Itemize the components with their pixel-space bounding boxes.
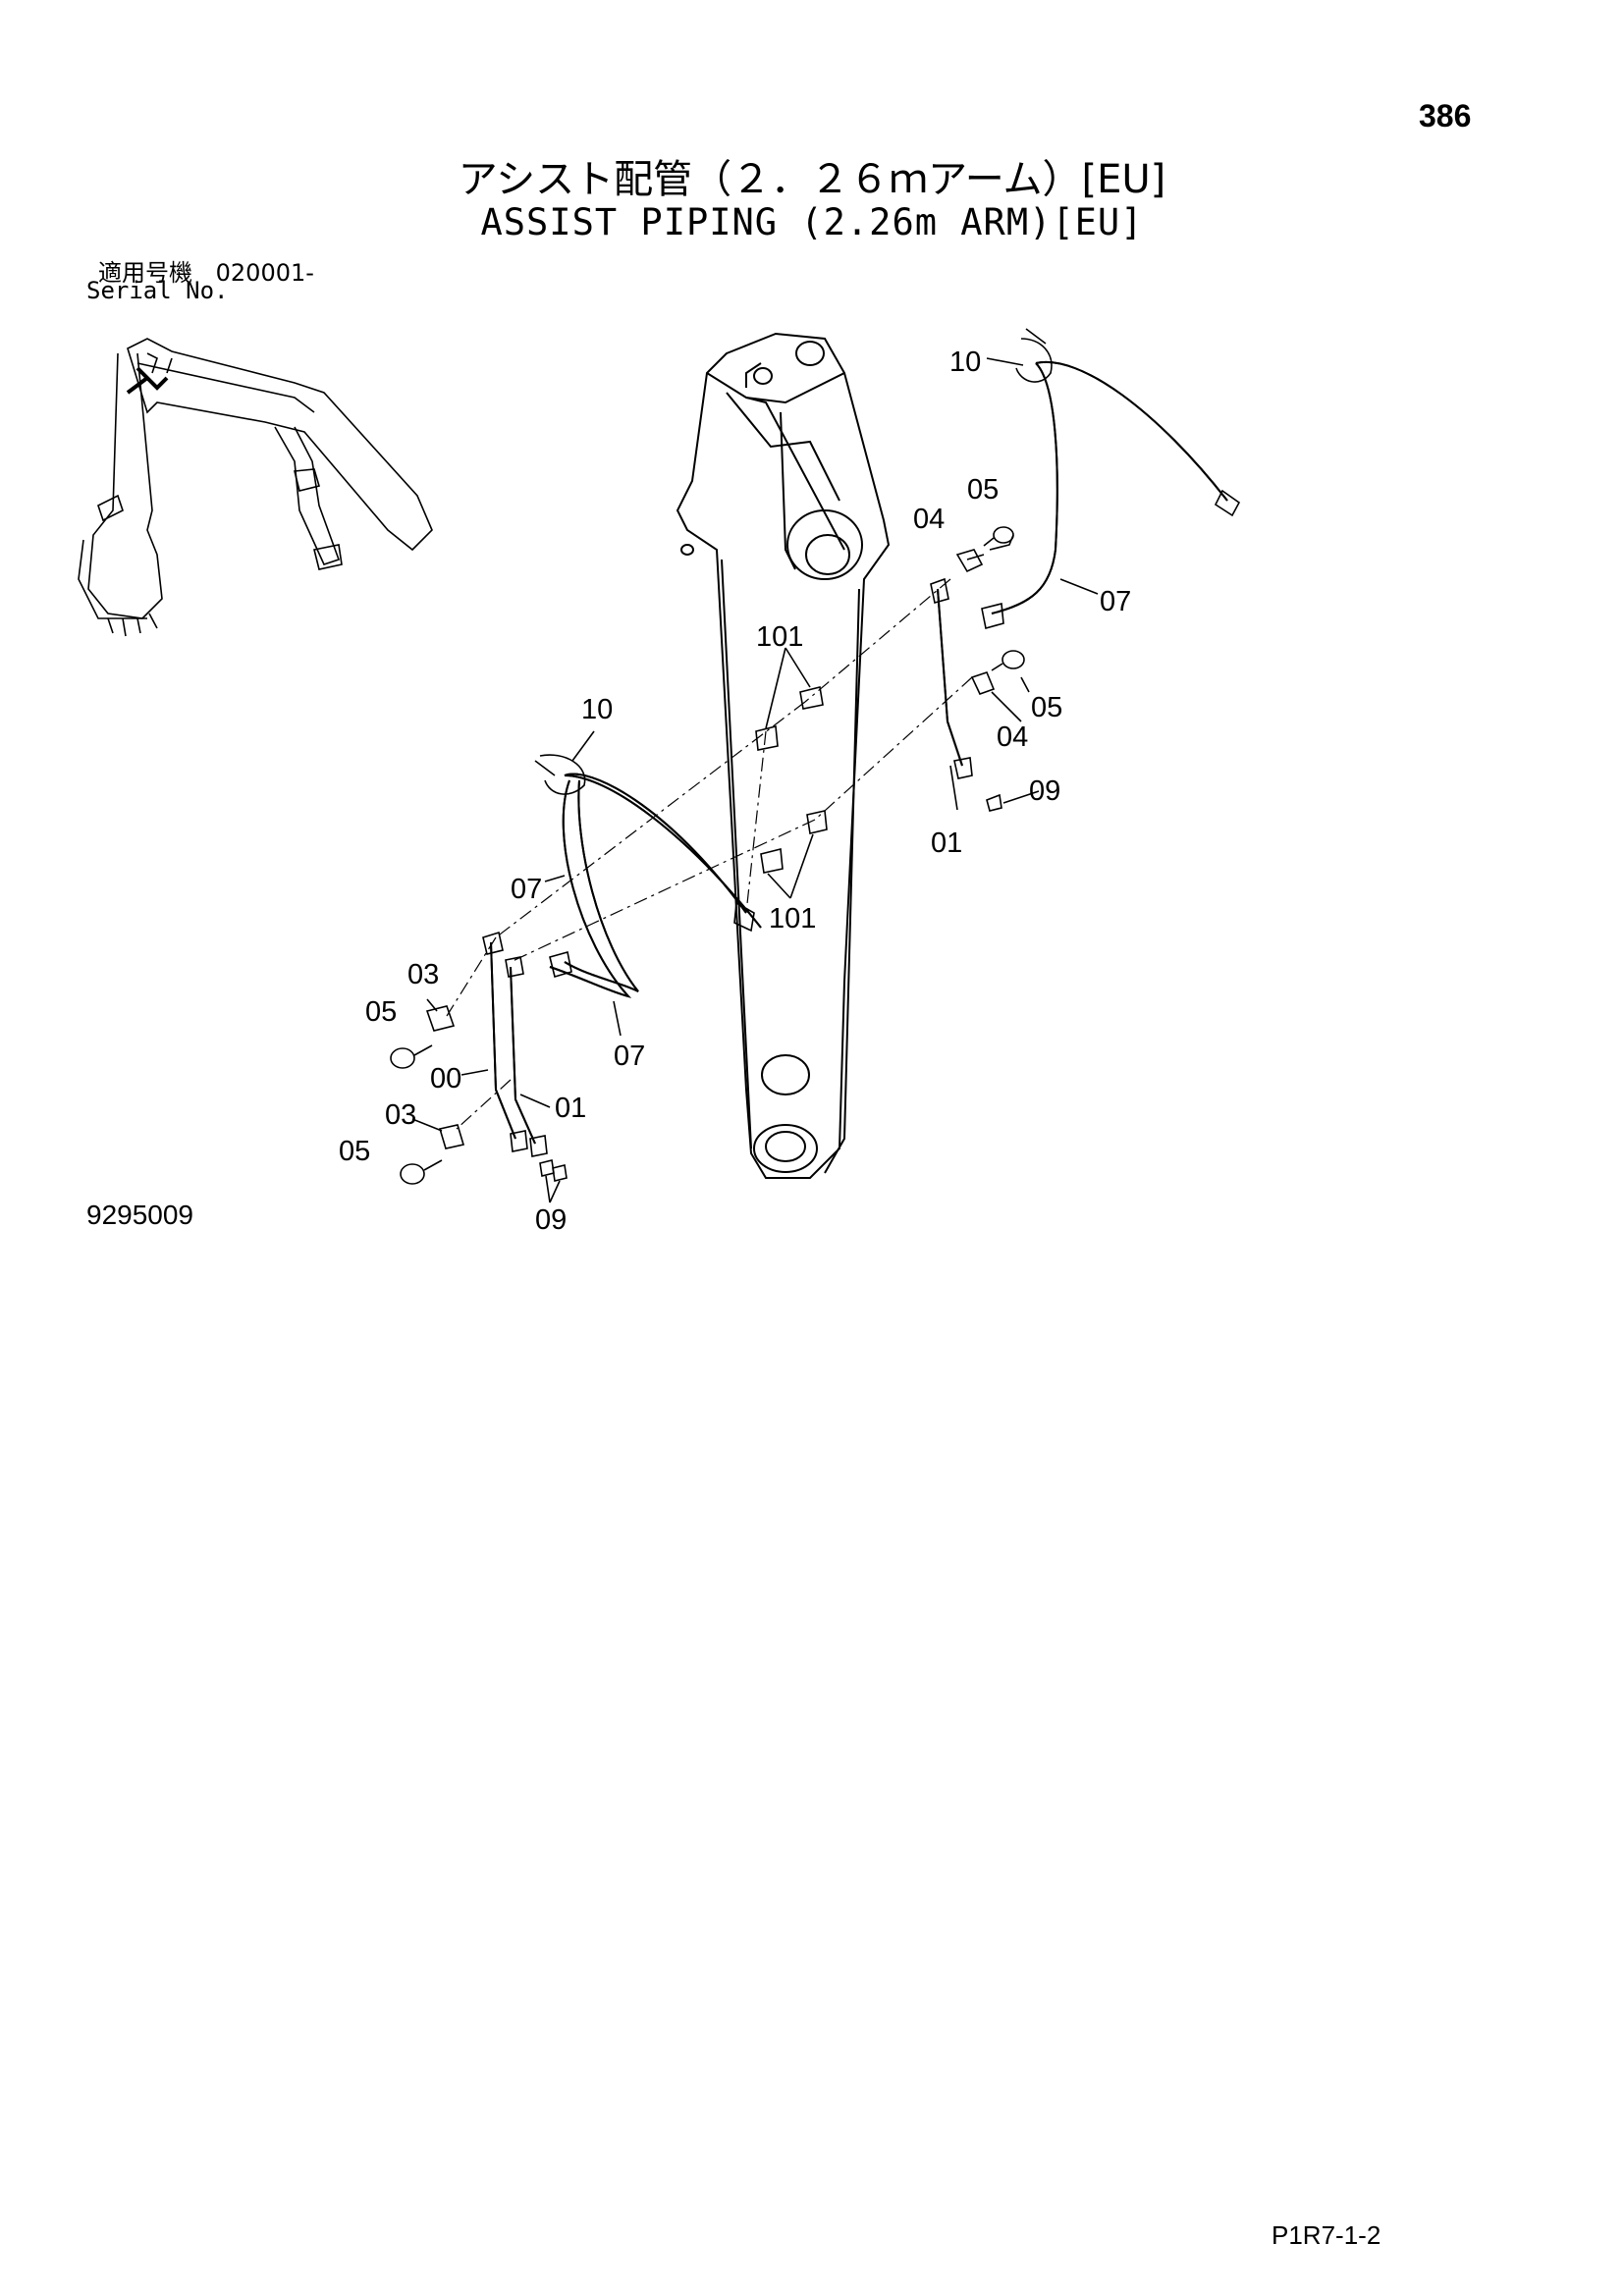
- block-101-icon: [755, 686, 828, 874]
- clamp-03-left-bottom-icon: [438, 1124, 465, 1149]
- page-code: P1R7-1-2: [1272, 2220, 1381, 2250]
- title-japanese: アシスト配管（２．２６ｍアーム）[EU]: [458, 157, 1166, 202]
- callouts: 10 05 04 07 05 04 09 01 101 101 10 07 07…: [339, 347, 1131, 1236]
- leader-lines: [411, 357, 1099, 1203]
- bolt-05-left-top-icon: [390, 1044, 433, 1069]
- callout-10-right: 10: [949, 347, 981, 378]
- callout-10-left: 10: [581, 694, 613, 725]
- callout-01-right: 01: [931, 828, 962, 859]
- excavator-overview-icon: [78, 338, 433, 637]
- hose-07-left: [534, 754, 762, 998]
- clamp-04-right-mid-icon: [970, 671, 996, 695]
- callout-101-top: 101: [756, 621, 803, 653]
- figure-number: 9295009: [86, 1200, 194, 1230]
- page-number: 386: [1419, 98, 1472, 133]
- clamp-03-left-top-icon: [425, 1005, 456, 1032]
- callout-09-left: 09: [535, 1204, 567, 1236]
- serial-value: 020001-: [215, 259, 314, 287]
- serial-applicability: 適用号機 020001-: [98, 253, 314, 288]
- pipe-01-right: [930, 577, 1002, 812]
- callout-00-left: 00: [430, 1063, 461, 1095]
- callout-05-left-top: 05: [365, 996, 397, 1028]
- callout-04-right-mid: 04: [997, 721, 1028, 753]
- clamp-04-right-top-icon: [955, 549, 985, 573]
- fittings-09-left-icon: [539, 1159, 568, 1182]
- callout-07-left-upper: 07: [511, 874, 542, 905]
- fitting-09-right-icon: [986, 793, 1002, 812]
- callout-05-right-top: 05: [967, 474, 999, 506]
- callout-07-left-lower: 07: [614, 1041, 645, 1072]
- hose-07-right: [981, 328, 1241, 630]
- serial-label-en: Serial No.: [86, 277, 229, 304]
- bolt-05-right-mid-icon: [991, 650, 1025, 671]
- bolt-05-left-bottom-icon: [400, 1159, 443, 1185]
- callout-03-left-bottom: 03: [385, 1099, 416, 1131]
- callout-01-left: 01: [555, 1093, 586, 1124]
- bolt-05-right-top-icon: [983, 526, 1014, 551]
- callout-03-left-top: 03: [407, 959, 439, 990]
- callout-05-left-bottom: 05: [339, 1136, 370, 1167]
- alignment-lines: [446, 578, 973, 1130]
- callout-05-right-mid: 05: [1031, 692, 1062, 723]
- callout-07-right: 07: [1100, 586, 1131, 617]
- callout-101-bottom: 101: [769, 903, 816, 934]
- callout-04-right-top: 04: [913, 504, 945, 535]
- pipe-00-01-left: [482, 931, 568, 1182]
- callout-09-right: 09: [1029, 775, 1060, 807]
- title-english: ASSIST PIPING (2.26m ARM)[EU]: [480, 201, 1144, 243]
- arm-structure: [676, 332, 891, 1179]
- serial-label-jp: 適用号機: [98, 259, 192, 287]
